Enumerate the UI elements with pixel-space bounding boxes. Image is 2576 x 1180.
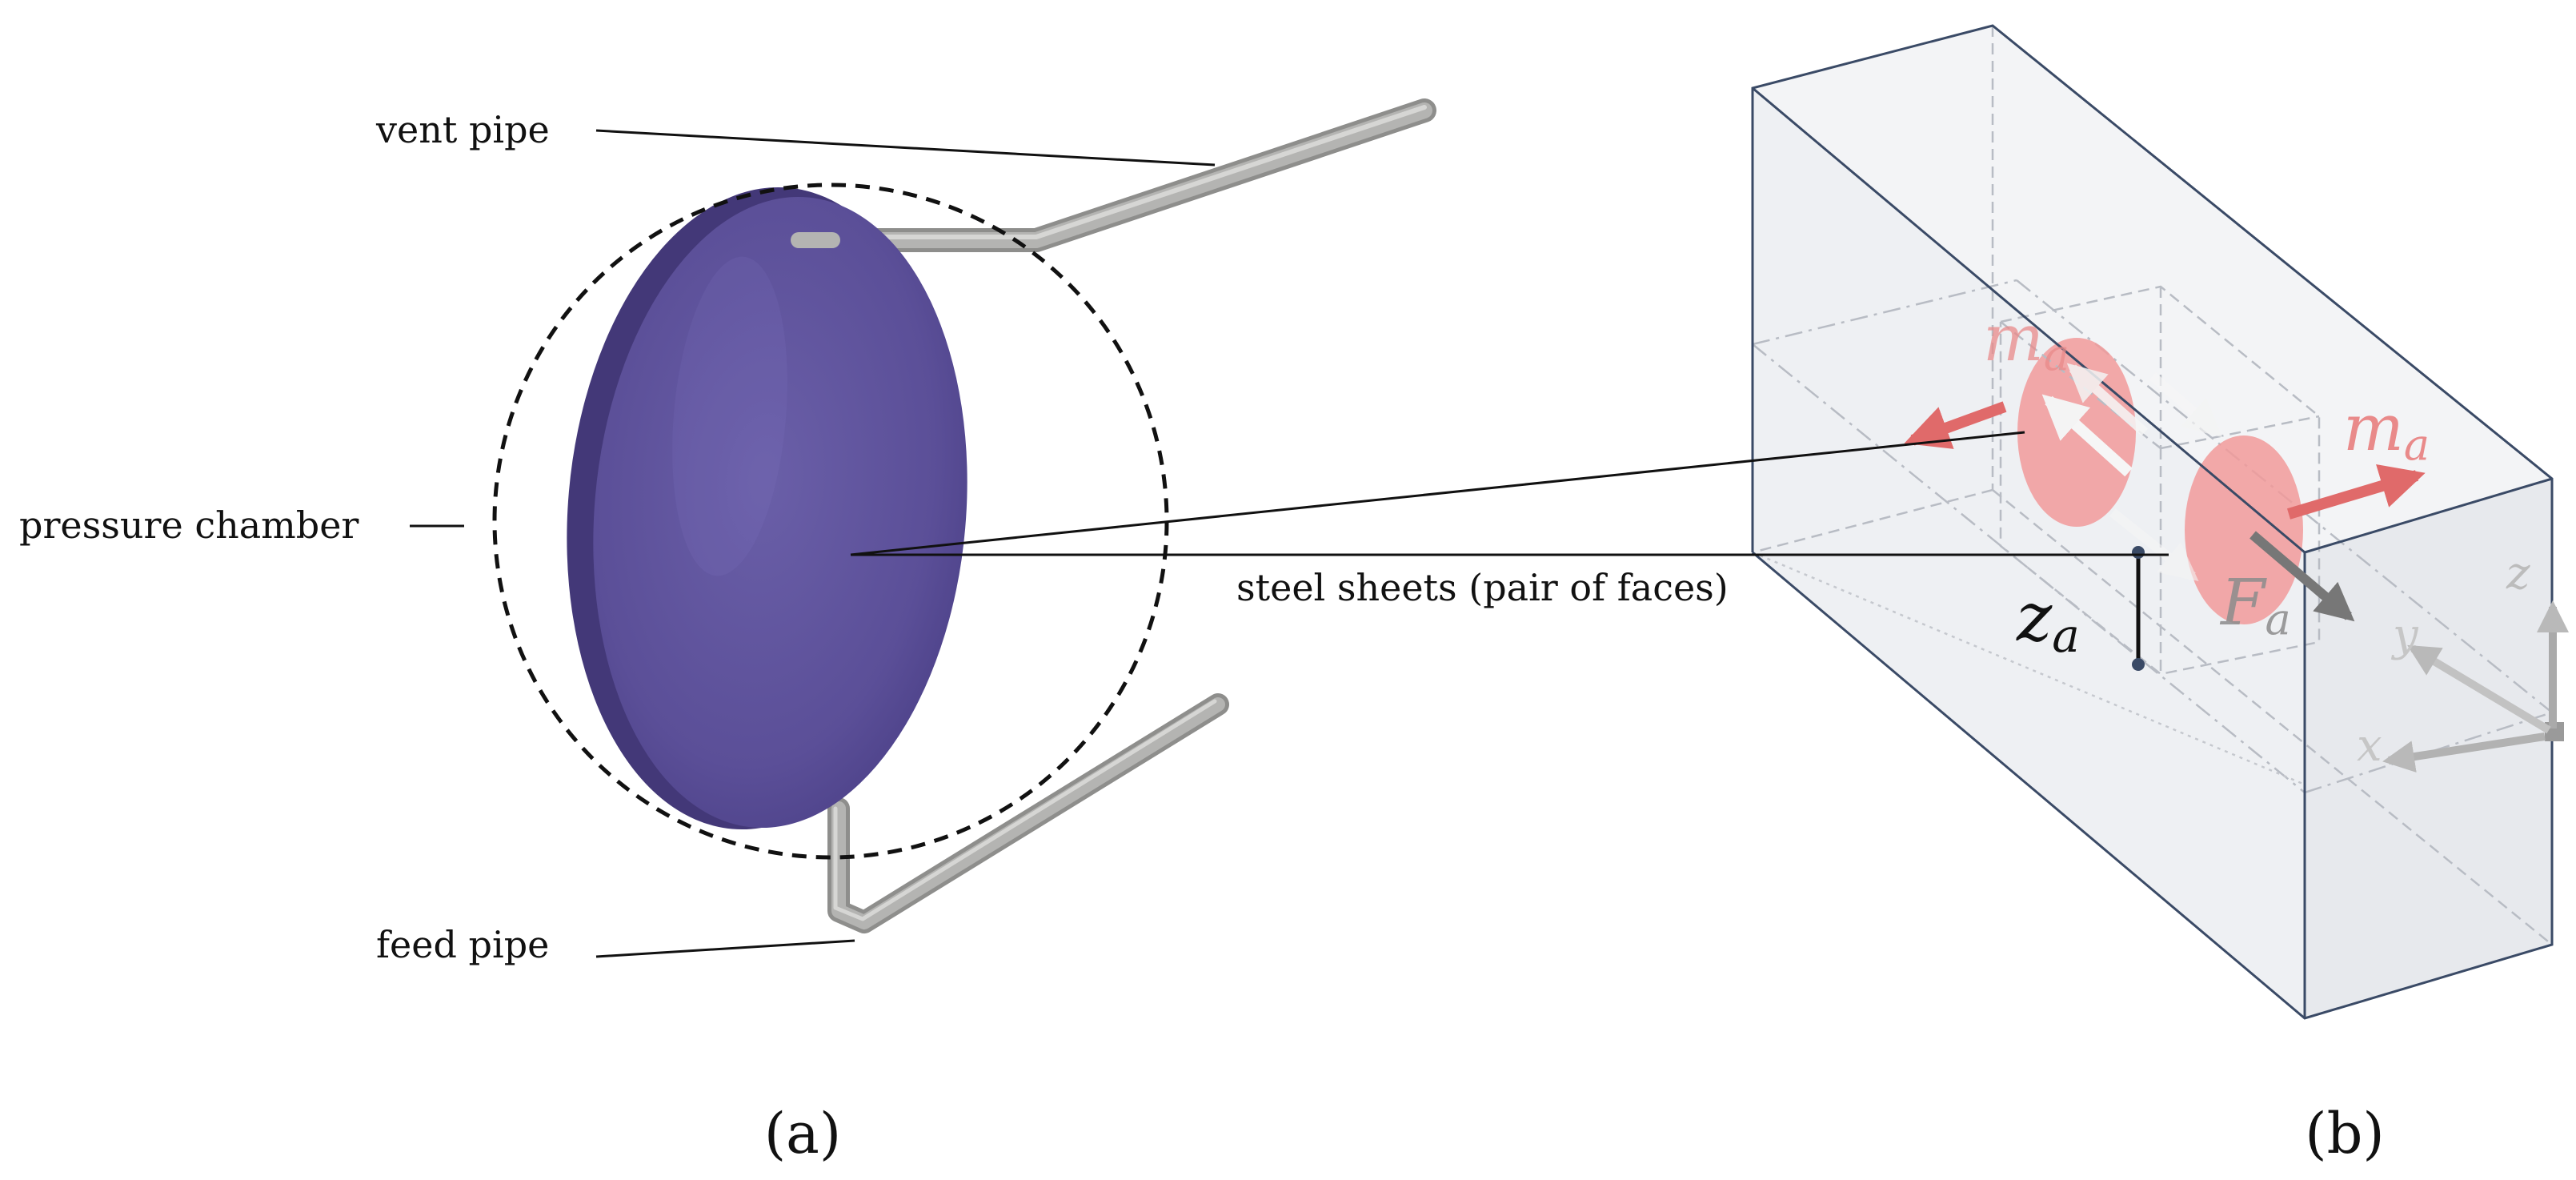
box-side-face bbox=[2305, 479, 2552, 1018]
axis-z-label: z bbox=[2506, 548, 2530, 600]
vent-pipe bbox=[788, 98, 1436, 252]
distance-label: za bbox=[2016, 578, 2080, 663]
vent-pipe-leader bbox=[595, 129, 1216, 167]
feed-pipe bbox=[827, 693, 1229, 933]
box-hidden-edges bbox=[1752, 26, 2553, 945]
moment-label-right: ma bbox=[2343, 391, 2430, 470]
vent-pipe-label: vent pipe bbox=[375, 108, 550, 151]
axis-x-label: x bbox=[2357, 720, 2382, 772]
panel-b-label: (b) bbox=[2305, 1101, 2384, 1166]
steel-sheets-leaders bbox=[850, 431, 2169, 556]
internal-force-arrows bbox=[2041, 363, 2223, 581]
force-arrow bbox=[2249, 531, 2355, 622]
feed-pipe-label: feed pipe bbox=[376, 923, 549, 966]
panel-a: vent pipe pressure chamber feed pipe (a) bbox=[19, 98, 1436, 1166]
feed-pipe-leader bbox=[595, 939, 855, 958]
panel-b: ma ma Fa za z y x (b) bbox=[1751, 24, 2569, 1166]
moment-arrow-right bbox=[2286, 464, 2426, 520]
coordinate-triad: z y x bbox=[2357, 548, 2569, 773]
moment-label-left: ma bbox=[1983, 301, 2069, 380]
pressure-chamber-disc bbox=[567, 187, 968, 830]
box-top-face bbox=[1753, 26, 2552, 552]
steel-sheets-label: steel sheets (pair of faces) bbox=[1236, 566, 1729, 609]
pressure-chamber-label: pressure chamber bbox=[19, 504, 359, 547]
magnet-pair bbox=[1999, 285, 2321, 676]
magnet-right bbox=[2185, 435, 2303, 624]
panel-a-label: (a) bbox=[764, 1101, 841, 1166]
box-front-face bbox=[1753, 88, 2305, 1018]
force-label: Fa bbox=[2219, 565, 2291, 644]
axis-y-label: y bbox=[2390, 609, 2419, 661]
distance-dimension: za bbox=[2016, 546, 2145, 671]
moment-arrow-left bbox=[1904, 401, 2007, 449]
box-visible-edges bbox=[1751, 24, 2554, 1020]
